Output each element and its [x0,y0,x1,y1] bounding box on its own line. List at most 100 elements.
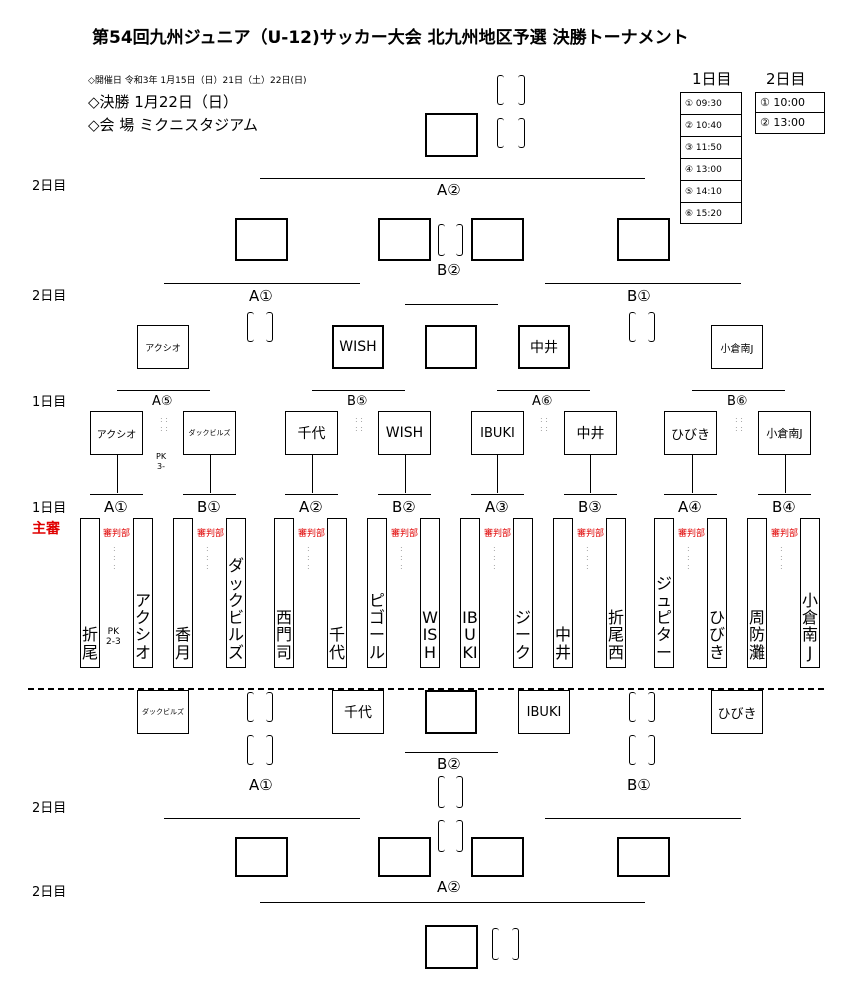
qf-winner-box: WISH [332,325,384,369]
score-bracket-left [629,692,636,722]
team-box: ダックビルズ [226,518,246,668]
connector [405,455,406,493]
referee-team-box: ひびき [711,690,763,734]
dots: ::: [687,544,690,571]
dots: ::: [780,544,783,571]
r1-line [471,494,524,495]
qf-line [312,390,405,391]
r1-line [564,494,617,495]
team-name: 中井 [554,625,571,662]
team-name: 西門司 [275,608,292,662]
schedule-slot: ④ 13:00 [681,159,741,181]
score-bracket-right [456,224,463,256]
dots: ::: [206,544,209,571]
blank-box [425,690,477,734]
r1-line [90,494,143,495]
score-bracket-left [629,735,636,765]
r1-line [183,494,236,495]
match-label-r1: A② [299,498,323,516]
schedule-slot: ⑥ 15:20 [685,209,722,219]
schedule-day2-table: ① 10:00 ② 13:00 [755,92,825,134]
semi-line [405,752,498,753]
team-box: ひびき [707,518,727,668]
team-name: 折尾西 [607,608,624,662]
team-name: WISH [385,425,424,441]
r1-line [664,494,717,495]
team-name: アクシオ [134,590,151,662]
finalist-box [235,837,288,877]
team-box: 折尾西 [606,518,626,668]
semi-line [545,283,741,284]
team-name: ダックビルズ [227,556,244,662]
score-bracket-left [438,224,445,256]
dots: ::: [586,544,589,571]
finalist-box [471,837,524,877]
day-label: 2日目 [32,801,67,816]
match-label-r1: B④ [772,498,796,516]
finalist-box [378,218,431,261]
schedule-day1-header: 1日目 [692,70,732,88]
champion-box [425,113,478,157]
team-box: 中井 [553,518,573,668]
team-name: 千代 [328,625,345,662]
schedule-slot: ① 09:30 [681,93,741,115]
match-label-r1: B② [392,498,416,516]
score-bracket-right [456,776,463,808]
connector [312,455,313,493]
semi-line [164,283,360,284]
score-bracket-left [247,312,254,342]
qf-winner-box: 小倉南J [711,325,763,369]
team-name: WISH [422,608,438,662]
qf-line [497,390,590,391]
match-label-semi: B② [437,755,461,773]
match-label-semi: B① [627,287,651,305]
schedule-slot: ① 10:00 [756,93,824,113]
score-bracket-left [497,118,504,148]
score-bracket-right [648,692,655,722]
score-bracket-right [648,312,655,342]
r1-winner-box: ひびき [664,411,717,455]
score-bracket-left [438,820,445,852]
team-name: IBUKI [462,608,478,662]
connector [497,455,498,493]
third-place-box [425,325,477,369]
day-label: 2日目 [32,885,67,900]
r1-line [285,494,338,495]
team-name: ひびき [670,427,710,443]
referee-label: 主審 [32,521,60,537]
qf-winner-box: 中井 [518,325,570,369]
finalist-box [471,218,524,261]
team-name: 千代 [344,705,372,721]
team-name: ダックビルズ [188,429,231,437]
team-name: 千代 [297,426,326,442]
finalist-box [617,218,670,261]
connector [785,455,786,493]
day-label: 1日目 [32,501,67,516]
score-bracket-right [266,312,273,342]
finalist-box [378,837,431,877]
dots: ::: [493,544,496,571]
referee-dept: 審判部 [298,529,326,539]
score-bracket-left [247,735,254,765]
qf-line [117,390,210,391]
team-name: アクシオ [96,429,137,441]
team-box: 西門司 [274,518,294,668]
team-name: WISH [339,339,377,355]
team-name: アクシオ [145,343,181,354]
schedule-slot: ③ 11:50 [681,137,741,159]
match-label-qf: A⑤ [152,394,173,409]
score-bracket-right [518,118,525,148]
match-label-r1: B③ [578,498,602,516]
semi-line [405,304,498,305]
r1-winner-box: 中井 [564,411,617,455]
referee-team-box: ダックビルズ [137,690,189,734]
team-name: 周防灘 [748,608,765,662]
section-divider [28,688,824,690]
team-box: アクシオ [133,518,153,668]
qf-line [692,390,785,391]
score-bracket-left [629,312,636,342]
connector [692,455,693,493]
day-label: 1日目 [32,395,67,410]
schedule-slot: ② 13:00 [760,116,806,129]
referee-dept: 審判部 [197,529,225,539]
